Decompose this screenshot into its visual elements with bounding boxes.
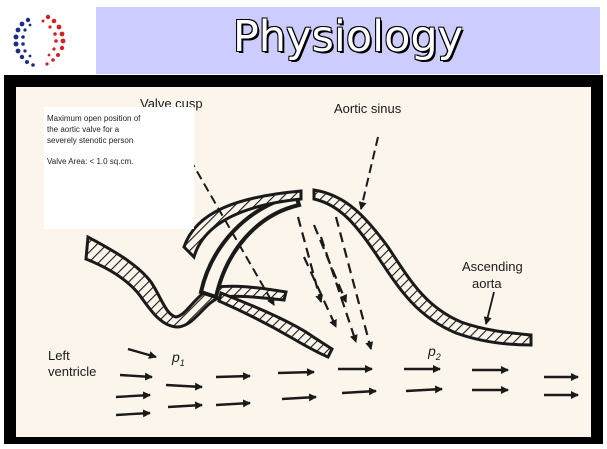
- left-ventricle-label-line1: Left: [48, 348, 70, 363]
- note-line-1: Maximum open position of: [44, 107, 194, 124]
- note-line-3: severely stenotic person: [44, 135, 194, 146]
- pressure-p1-label: p1: [172, 349, 185, 368]
- ascending-aorta-pointer: [486, 292, 494, 324]
- stenosis-note: Maximum open position of the aortic valv…: [44, 107, 194, 229]
- ascending-aorta-label-line2: aorta: [472, 276, 502, 291]
- ascending-aorta-label-line1: Ascending: [462, 259, 523, 274]
- slide-title: Physiology: [96, 12, 600, 62]
- pressure-p2-label: p2: [428, 343, 441, 362]
- left-ventricle-label-line2: ventricle: [48, 364, 96, 379]
- aortic-sinus-pointer: [361, 137, 378, 209]
- aortic-sinus-label: Aortic sinus: [334, 101, 401, 116]
- jet-arrows: [298, 217, 371, 349]
- note-line-4: Valve Area: < 1.0 sq.cm.: [44, 146, 194, 167]
- flow-arrows: [116, 349, 578, 415]
- valve-cusp-tip: [219, 293, 332, 357]
- note-line-2: the aortic valve for a: [44, 124, 194, 135]
- logo-icon: [6, 8, 72, 74]
